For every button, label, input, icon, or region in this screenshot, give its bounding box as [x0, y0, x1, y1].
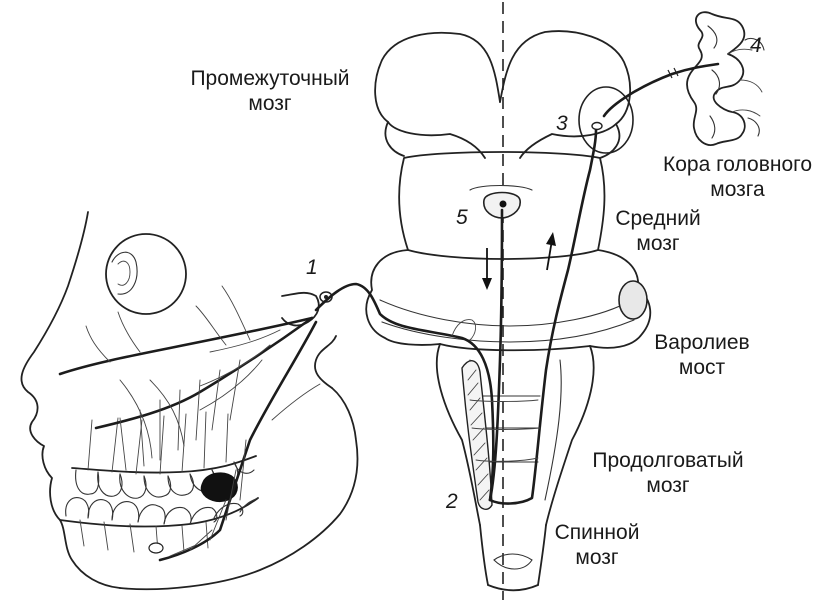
- facial-nerve-branches: [60, 286, 320, 560]
- label-cortex-line2: мозга: [640, 177, 835, 202]
- label-pons: Варолиев мост: [642, 330, 762, 380]
- number-3: 3: [556, 112, 568, 136]
- label-spinal-cord: Спинной мозг: [542, 520, 652, 570]
- label-diencephalon: Промежуточный мозг: [170, 66, 370, 116]
- number-4: 4: [750, 34, 762, 58]
- number-2: 2: [446, 490, 458, 514]
- label-medulla: Продолговатый мозг: [568, 448, 768, 498]
- label-midbrain-line1: Средний: [598, 206, 718, 231]
- label-cortex-line1: Кора головного: [640, 152, 835, 177]
- pons-shape: [366, 250, 650, 350]
- label-spinal-line2: мозг: [542, 545, 652, 570]
- label-diencephalon-line1: Промежуточный: [170, 66, 370, 91]
- label-medulla-line2: мозг: [568, 473, 768, 498]
- label-pons-line1: Варолиев: [642, 330, 762, 355]
- eye-drawing: [106, 234, 186, 314]
- label-medulla-line1: Продолговатый: [568, 448, 768, 473]
- label-midbrain-line2: мозг: [598, 231, 718, 256]
- central-pathway: [316, 64, 718, 504]
- pathway-arrows: [482, 232, 556, 290]
- label-spinal-line1: Спинной: [542, 520, 652, 545]
- number-1: 1: [306, 256, 318, 280]
- number-5: 5: [456, 206, 468, 230]
- label-pons-line2: мост: [642, 355, 762, 380]
- label-cortex: Кора головного мозга: [640, 152, 835, 202]
- label-midbrain: Средний мозг: [598, 206, 718, 256]
- label-diencephalon-line2: мозг: [170, 91, 370, 116]
- spinal-cord-shape: [480, 525, 546, 590]
- cortex-gyrus: [687, 12, 764, 145]
